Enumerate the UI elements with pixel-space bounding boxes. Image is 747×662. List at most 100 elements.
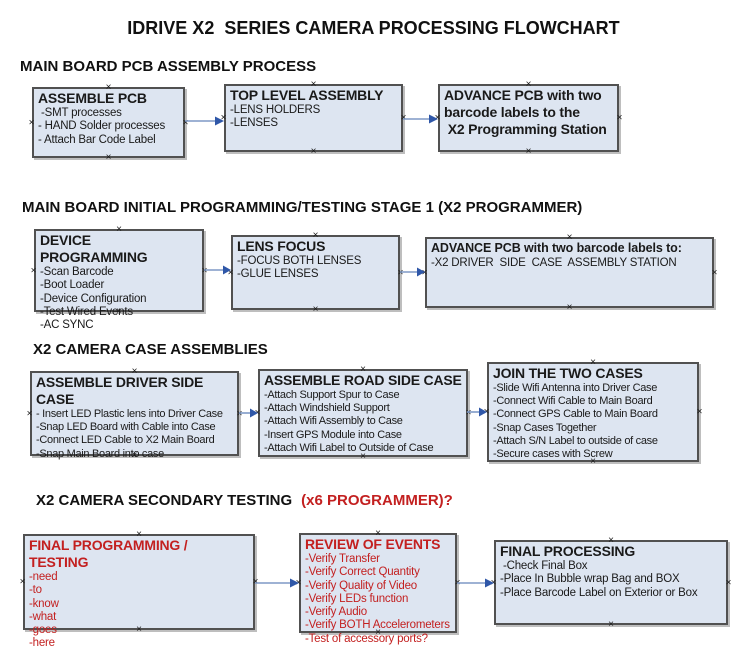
connection-handle-icon: × [310,146,317,157]
connection-handle-icon: × [26,408,33,419]
box-assemble-driver-side-case[interactable]: ASSEMBLE DRIVER SIDE CASE - Insert LED P… [27,367,243,461]
arrow-head-icon [417,267,425,277]
connection-handle-icon: × [525,146,532,157]
box-title: ADVANCE PCB with two barcode labels to t… [444,87,607,137]
box-device-programming[interactable]: DEVICE PROGRAMMING -Scan Barcode -Boot L… [31,225,208,332]
box-title: DEVICE PROGRAMMING [40,232,148,265]
box-item: -Verify LEDs function [305,592,409,605]
box-item: -to [29,584,42,597]
box-final-processing[interactable]: FINAL PROCESSING -Check Final Box -Place… [491,536,732,630]
flow-arrow-3[interactable] [204,264,231,276]
box-item: -know [29,597,59,610]
connection-handle-icon: × [608,619,614,630]
box-title: FINAL PROGRAMMING / TESTING [29,537,192,570]
box-item: -Slide Wifi Antenna into Driver Case [493,382,658,394]
flow-arrow-7[interactable] [255,577,299,589]
heading-text: X2 CAMERA SECONDARY TESTING [36,492,293,509]
box-final-programming-testing[interactable]: FINAL PROGRAMMING / TESTING -need -to -k… [20,530,259,650]
box-item: -Snap LED Board with Cable into Case [36,421,216,434]
box-top-level-assembly[interactable]: TOP LEVEL ASSEMBLY -LENS HOLDERS -LENSES… [221,80,407,157]
box-title: ADVANCE PCB with two barcode labels to: [431,241,682,255]
box-item: -Place In Bubble wrap Bag and BOX [500,573,680,586]
box-advance-pcb-to-driver-side-station[interactable]: ADVANCE PCB with two barcode labels to: … [422,233,718,313]
box-item: -Snap Cases Together [493,421,597,434]
connection-handle-icon: × [19,576,26,588]
box-title: REVIEW OF EVENTS [305,536,441,552]
box-assemble-pcb[interactable]: ASSEMBLE PCB -SMT processes - HAND Solde… [29,83,189,163]
page-title: IDRIVE X2 SERIES CAMERA PROCESSING FLOWC… [127,18,620,38]
arrow-head-icon [223,265,231,275]
box-advance-pcb-to-programming-station[interactable]: ADVANCE PCB with two barcode labels to t… [435,80,623,157]
flow-arrow-1[interactable] [185,115,224,127]
box-item: -Attach Wifi Assembly to Case [264,415,403,428]
arrow-head-icon [485,578,494,588]
box-item: -what [29,610,57,623]
box-item: -Attach Support Spur to Case [264,389,400,401]
connection-handle-icon: × [696,406,703,418]
box-title: TOP LEVEL ASSEMBLY [230,87,384,103]
box-title: ASSEMBLE ROAD SIDE CASE [264,372,462,388]
box-item: -Verify BOTH Accelerometers [305,619,450,632]
flow-arrow-4[interactable] [400,266,425,278]
box-item: -Device Configuration [40,292,147,305]
box-title: LENS FOCUS [237,238,326,254]
heading-red-suffix: (x6 PROGRAMMER)? [301,492,453,509]
box-item: -Test of accessory ports? [305,632,428,645]
box-title: FINAL PROCESSING [500,543,636,559]
flow-arrow-2[interactable] [403,113,438,125]
box-item: - HAND Solder processes [38,120,166,133]
box-item: -Connect GPS Cable to Main Board [493,408,658,421]
connection-handle-icon: × [711,267,718,278]
arrow-head-icon [290,578,299,588]
connection-handle-icon: × [616,112,623,124]
connection-handle-icon: × [105,152,112,163]
box-item: -Secure cases with Screw [493,448,613,461]
box-title: ASSEMBLE PCB [38,90,147,106]
box-item: -Verify Transfer [305,553,380,565]
section-heading-secondary-testing: X2 CAMERA SECONDARY TESTING (x6 PROGRAMME… [36,492,453,509]
box-item: -Scan Barcode [40,266,114,278]
box-item: - Insert LED Plastic lens into Driver Ca… [36,408,223,420]
box-item: -Test Wired Events [40,305,133,318]
flow-arrow-8[interactable] [457,577,494,589]
connection-handle-icon: × [312,304,319,315]
box-item: -Verify Quality of Video [305,579,417,592]
box-item: -here [29,637,55,650]
box-item: -Connect Wifi Cable to Main Board [493,395,653,408]
connection-handle-icon: × [566,302,573,313]
box-item: -LENSES [230,117,278,130]
box-item: -FOCUS BOTH LENSES [237,255,362,267]
connection-handle-icon: × [28,117,35,128]
flow-arrow-5[interactable] [239,407,258,419]
connection-handle-icon: × [30,265,37,276]
arrow-head-icon [250,408,258,418]
box-lens-focus[interactable]: LENS FOCUS -FOCUS BOTH LENSES -GLUE LENS… [228,231,404,315]
section-heading-pcb-assembly: MAIN BOARD PCB ASSEMBLY PROCESS [20,58,317,75]
connection-handle-icon: × [725,577,732,588]
box-item: -Place Barcode Label on Exterior or Box [500,586,698,599]
box-item: -Verify Correct Quantity [305,566,420,579]
box-item: -SMT processes [38,107,122,119]
box-item: -Snap Main Board into case [36,447,164,460]
box-review-of-events[interactable]: REVIEW OF EVENTS -Verify Transfer -Verif… [296,529,461,645]
box-join-the-two-cases[interactable]: JOIN THE TWO CASES -Slide Wifi Antenna i… [484,358,703,467]
arrow-head-icon [429,114,438,124]
box-item: -GLUE LENSES [237,268,319,281]
box-item: -goes [29,624,57,637]
box-item: -Connect LED Cable to X2 Main Board [36,434,215,447]
box-item: -X2 DRIVER SIDE CASE ASSEMBLY STATION [431,257,677,269]
flow-arrow-6[interactable] [467,406,487,418]
box-item: -LENS HOLDERS [230,104,321,116]
arrow-head-icon [215,116,224,126]
box-item: -need [29,571,58,583]
box-item: -AC SYNC [40,319,94,332]
box-title: ASSEMBLE DRIVER SIDE CASE [36,374,207,407]
box-item: -Attach S/N Label to outside of case [493,434,658,447]
box-item: -Insert GPS Module into Case [264,428,402,441]
box-assemble-road-side-case[interactable]: ASSEMBLE ROAD SIDE CASE -Attach Support … [255,365,472,462]
section-heading-case-assemblies: X2 CAMERA CASE ASSEMBLIES [33,341,268,358]
box-item: -Attach Wifi Label to Outside of Case [264,441,434,454]
box-item: -Attach Windshield Support [264,402,390,415]
box-item: -Check Final Box [500,560,588,572]
